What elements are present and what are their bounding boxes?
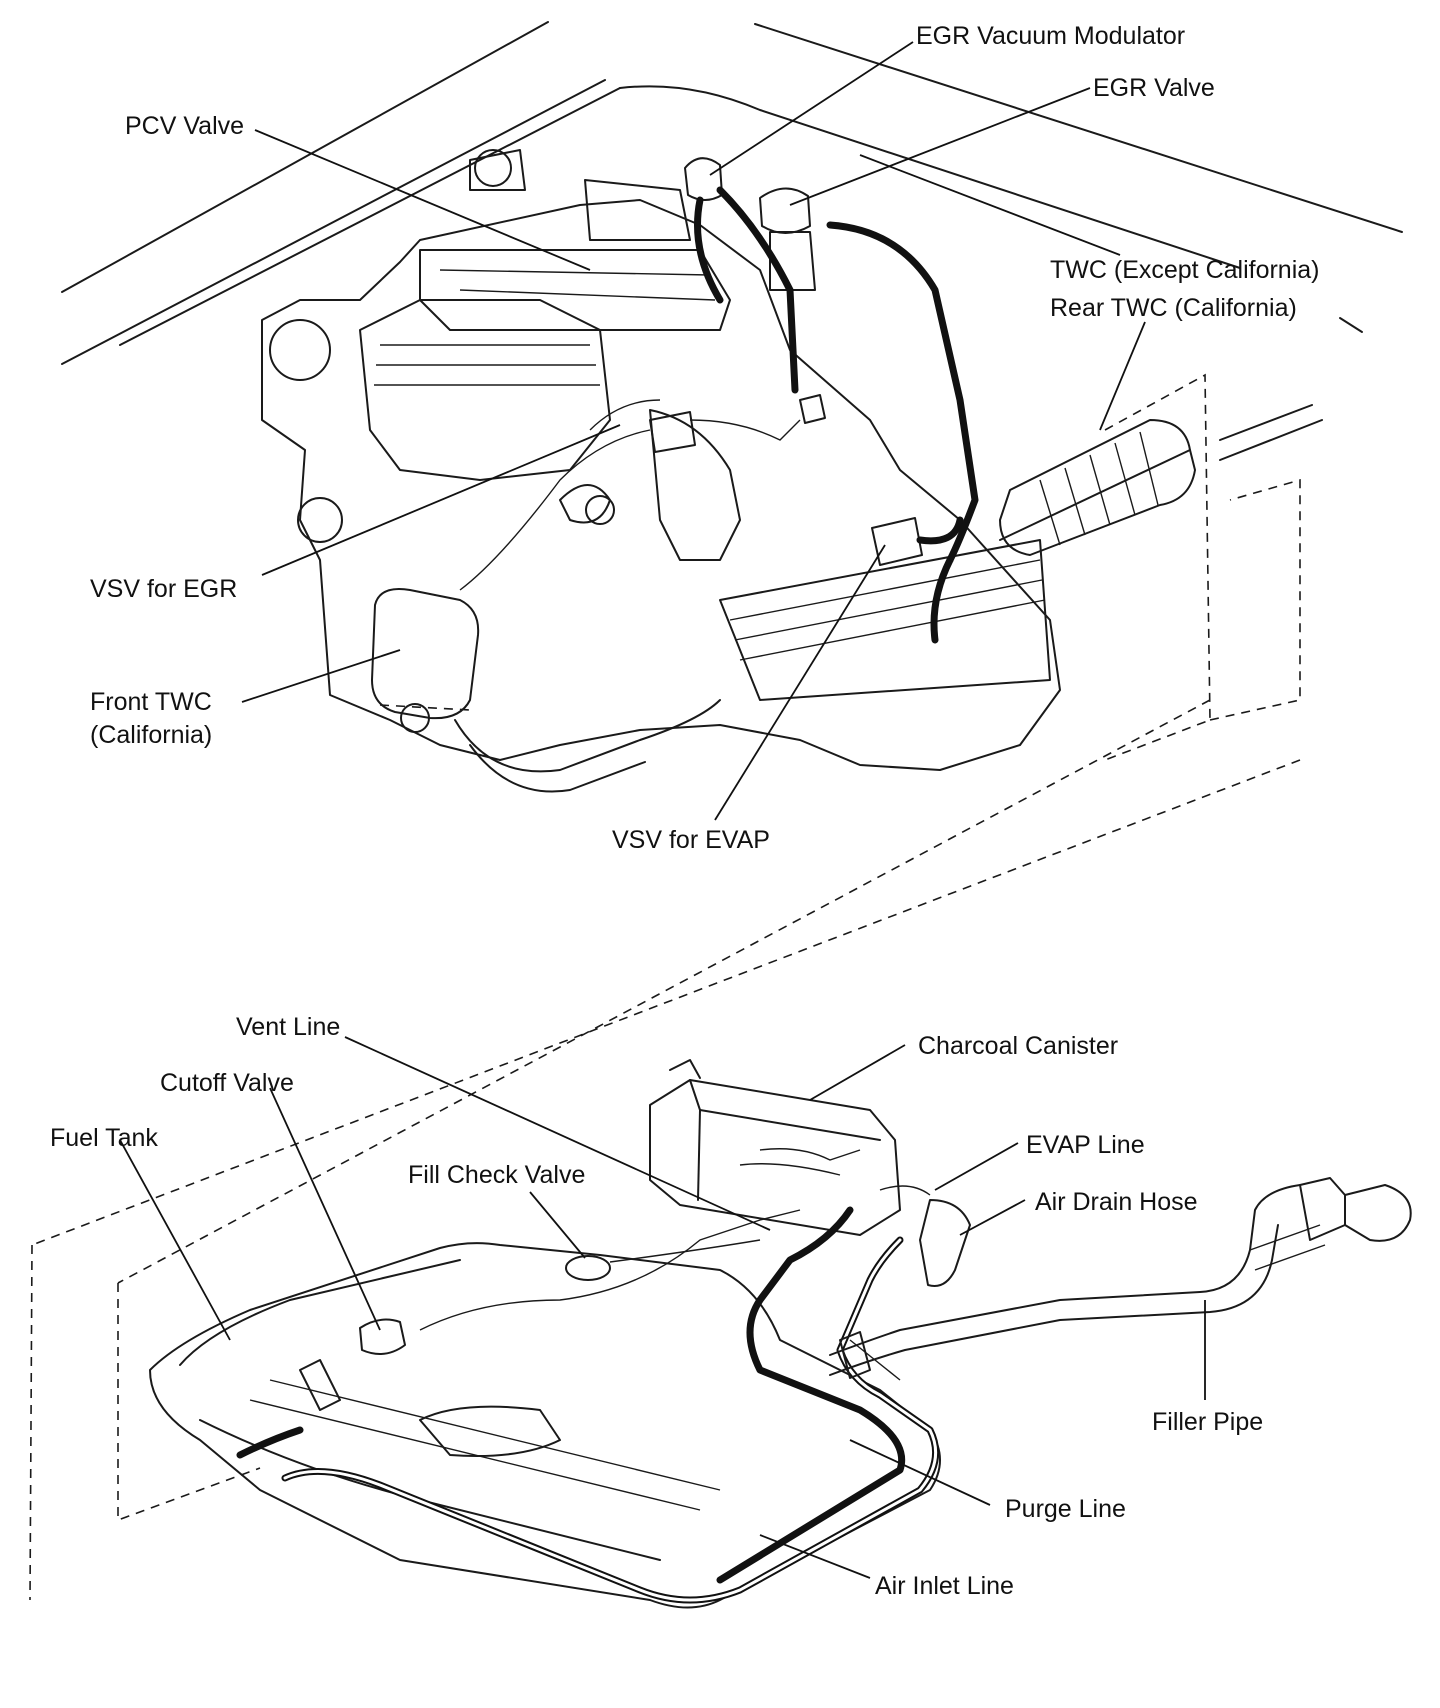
label-purge-line: Purge Line (1005, 1495, 1126, 1523)
label-evap-line: EVAP Line (1026, 1131, 1145, 1159)
label-fill-check-valve: Fill Check Valve (408, 1161, 585, 1189)
engine-block (261, 149, 1061, 771)
cutoff-valve (359, 1318, 406, 1355)
purge-line (716, 1206, 906, 1584)
label-vsv-for-egr: VSV for EGR (90, 575, 237, 603)
label-fuel-tank: Fuel Tank (50, 1124, 158, 1152)
connecting-dashed-lines (31, 699, 1301, 1284)
filler-pipe (829, 1177, 1412, 1381)
leader-lines (119, 41, 1206, 1579)
rear-twc-converter (999, 419, 1196, 556)
fill-check-valve (565, 1239, 761, 1281)
label-air-inlet-line: Air Inlet Line (875, 1572, 1014, 1600)
fuel-tank (149, 1242, 941, 1609)
label-cutoff-valve: Cutoff Valve (160, 1069, 294, 1097)
vsv-for-evap (871, 516, 964, 566)
label-egr-valve: EGR Valve (1093, 74, 1215, 102)
air-drain-hose (919, 1199, 971, 1287)
component-labels: EGR Vacuum Modulator EGR Valve PCV Valve… (50, 22, 1320, 1600)
label-air-drain-hose: Air Drain Hose (1035, 1188, 1198, 1216)
label-front-twc-california: (California) (90, 721, 212, 749)
charcoal-canister (649, 1059, 901, 1236)
front-twc-converter (371, 588, 480, 733)
label-vent-line: Vent Line (236, 1013, 340, 1041)
label-pcv-valve: PCV Valve (125, 112, 244, 140)
vehicle-body-outline (61, 21, 1403, 365)
label-rear-twc-california: Rear TWC (California) (1050, 294, 1297, 322)
label-filler-pipe: Filler Pipe (1152, 1408, 1263, 1436)
evap-line (879, 1185, 931, 1196)
label-front-twc: Front TWC (90, 688, 212, 716)
vent-line (419, 1209, 801, 1331)
label-twc-except-california: TWC (Except California) (1050, 256, 1320, 284)
vsv-for-egr (459, 399, 801, 591)
egr-components (684, 157, 979, 644)
engine-compartment-illustration (61, 21, 1403, 793)
air-inlet-line (236, 1236, 940, 1604)
lower-dashed-box (29, 1244, 261, 1601)
label-egr-vacuum-modulator: EGR Vacuum Modulator (916, 22, 1185, 50)
label-charcoal-canister: Charcoal Canister (918, 1032, 1118, 1060)
label-vsv-for-evap: VSV for EVAP (612, 826, 770, 854)
upper-dashed-box (1104, 373, 1301, 761)
exhaust-pipe (454, 404, 1323, 793)
fuel-system-illustration (29, 1059, 1412, 1609)
